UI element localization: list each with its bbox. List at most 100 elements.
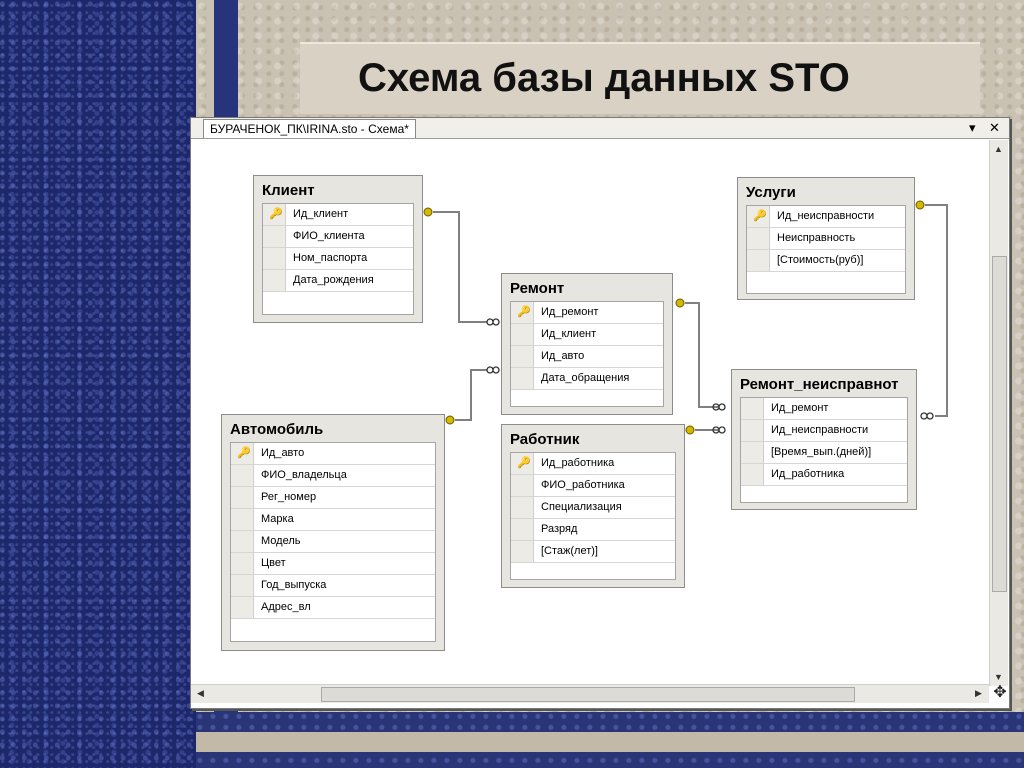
column-name: Разряд <box>541 523 578 535</box>
scroll-down-icon[interactable]: ▼ <box>994 672 1003 682</box>
column-row[interactable]: Ид_авто <box>511 346 663 368</box>
column-name: Дата_рождения <box>293 274 374 286</box>
column-row[interactable]: ФИО_владельца <box>231 465 435 487</box>
column-row[interactable]: Марка <box>231 509 435 531</box>
column-name: ФИО_клиента <box>293 230 365 242</box>
column-row[interactable]: Модель <box>231 531 435 553</box>
scroll-left-icon[interactable]: ◀ <box>197 688 204 698</box>
column-row[interactable]: ФИО_работника <box>511 475 675 497</box>
column-row[interactable]: Ид_неисправности <box>741 420 907 442</box>
column-name: Модель <box>261 535 301 547</box>
relationship-avtomobil-remont <box>455 369 487 421</box>
column-name: Ид_клиент <box>541 328 597 340</box>
column-row[interactable]: 🔑Ид_ремонт <box>511 302 663 324</box>
infinity-icon <box>486 366 500 374</box>
vertical-scroll-thumb[interactable] <box>992 256 1007 592</box>
table-title: Клиент <box>262 182 315 199</box>
column-name: Ид_работника <box>541 457 615 469</box>
column-name: Специализация <box>541 501 622 513</box>
relationship-lines <box>423 200 948 435</box>
column-row[interactable]: 🔑 Ид_клиент <box>263 204 413 226</box>
infinity-icon <box>486 318 500 326</box>
tab-dropdown-icon[interactable]: ▾ <box>969 120 976 135</box>
column-row[interactable]: Рег_номер <box>231 487 435 509</box>
key-icon <box>445 415 455 425</box>
table-uslugi[interactable]: Услуги 🔑Ид_неисправности Неисправность [… <box>737 177 915 300</box>
column-row[interactable]: Ид_работника <box>741 464 907 486</box>
column-row[interactable]: Ид_клиент <box>511 324 663 346</box>
column-grid: 🔑 Ид_авто ФИО_владельца Рег_номер Марка М… <box>230 442 436 642</box>
column-grid: 🔑 Ид_неисправности Неисправность [Стоимос… <box>746 205 906 294</box>
table-title: Автомобиль <box>230 421 324 438</box>
column-name: [Время_вып.(дней)] <box>771 446 872 458</box>
column-grid: 🔑 Ид_клиент ФИО_клиента Ном_паспорта Дата… <box>262 203 414 315</box>
column-row[interactable]: 🔑 Ид_неисправности <box>747 206 905 228</box>
relationship-remont-remontneispr <box>685 302 719 408</box>
column-name: Цвет <box>261 557 286 569</box>
infinity-icon <box>920 412 934 420</box>
column-row[interactable]: [Время_вып.(дней)] <box>741 442 907 464</box>
scroll-up-icon[interactable]: ▲ <box>994 144 1003 154</box>
key-icon <box>675 298 685 308</box>
scroll-right-icon[interactable]: ▶ <box>975 688 982 698</box>
key-icon: 🔑 <box>753 210 767 222</box>
column-row[interactable]: 🔑 Ид_работника <box>511 453 675 475</box>
column-name: Ид_неисправности <box>777 210 875 222</box>
column-name: Ном_паспорта <box>293 252 368 264</box>
column-row[interactable]: [Стоимость(руб)] <box>747 250 905 272</box>
column-row[interactable]: Дата_обращения <box>511 368 663 390</box>
column-row[interactable]: Год_выпуска <box>231 575 435 597</box>
document-tab[interactable]: БУРАЧЕНОК_ПК\IRINA.sto - Схема* <box>203 119 416 138</box>
table-remont-neispravnost[interactable]: Ремонт_неисправнот Ид_ремонт Ид_неисправ… <box>731 369 917 510</box>
close-icon[interactable]: ✕ <box>989 120 1000 135</box>
column-name: Ид_авто <box>261 447 305 459</box>
infinity-icon <box>712 403 726 411</box>
column-name: Ид_авто <box>541 350 585 362</box>
vertical-scrollbar[interactable]: ▲ ▼ <box>989 140 1008 686</box>
key-icon: 🔑 <box>269 208 283 220</box>
table-remont[interactable]: Ремонт 🔑Ид_ремонт Ид_клиент Ид_авто Дата… <box>501 273 673 415</box>
column-name: [Стаж(лет)] <box>541 545 598 557</box>
table-title: Работник <box>510 431 580 448</box>
column-row[interactable]: Дата_рождения <box>263 270 413 292</box>
column-name: Ид_клиент <box>293 208 349 220</box>
column-name: Адрес_вл <box>261 601 311 613</box>
relationship-uslugi-remontneispr <box>925 204 948 417</box>
key-icon <box>685 425 695 435</box>
horizontal-scrollbar[interactable]: ◀ ▶ <box>191 684 989 703</box>
table-avtomobil[interactable]: Автомобиль 🔑 Ид_авто ФИО_владельца Рег_но… <box>221 414 445 651</box>
column-name: [Стоимость(руб)] <box>777 254 864 266</box>
infinity-icon <box>712 426 726 434</box>
column-grid: Ид_ремонт Ид_неисправности [Время_вып.(д… <box>740 397 908 503</box>
horizontal-scroll-thumb[interactable] <box>321 687 855 702</box>
table-rabotnik[interactable]: Работник 🔑 Ид_работника ФИО_работника Спе… <box>501 424 685 588</box>
column-row[interactable]: Специализация <box>511 497 675 519</box>
column-row[interactable]: Ном_паспорта <box>263 248 413 270</box>
column-name: Год_выпуска <box>261 579 327 591</box>
key-icon: 🔑 <box>237 447 251 459</box>
column-row[interactable]: Разряд <box>511 519 675 541</box>
column-row[interactable]: 🔑 Ид_авто <box>231 443 435 465</box>
key-icon: 🔑 <box>517 457 531 469</box>
column-row[interactable]: [Стаж(лет)] <box>511 541 675 563</box>
slide-title-box: Схема базы данных STO <box>300 42 980 114</box>
column-grid: 🔑Ид_ремонт Ид_клиент Ид_авто Дата_обраще… <box>510 301 664 407</box>
relationship-klient-remont <box>433 211 487 323</box>
column-name: ФИО_работника <box>541 479 625 491</box>
column-name: Ид_ремонт <box>771 402 829 414</box>
column-row[interactable]: Цвет <box>231 553 435 575</box>
column-row[interactable]: Неисправность <box>747 228 905 250</box>
move-icon[interactable]: ✥ <box>993 684 1007 701</box>
table-klient[interactable]: Клиент 🔑 Ид_клиент ФИО_клиента Ном_паспор… <box>253 175 423 323</box>
column-name: Дата_обращения <box>541 372 630 384</box>
column-row[interactable]: Ид_ремонт <box>741 398 907 420</box>
column-row[interactable]: ФИО_клиента <box>263 226 413 248</box>
schema-window[interactable]: БУРАЧЕНОК_ПК\IRINA.sto - Схема* ▾ ✕ Клие… <box>190 117 1010 709</box>
key-icon <box>915 200 925 210</box>
table-title: Ремонт_неисправнот <box>740 376 899 393</box>
column-name: Неисправность <box>777 232 856 244</box>
column-row[interactable]: Адрес_вл <box>231 597 435 619</box>
column-name: Ид_работника <box>771 468 845 480</box>
column-name: Марка <box>261 513 294 525</box>
column-grid: 🔑 Ид_работника ФИО_работника Специализаци… <box>510 452 676 580</box>
